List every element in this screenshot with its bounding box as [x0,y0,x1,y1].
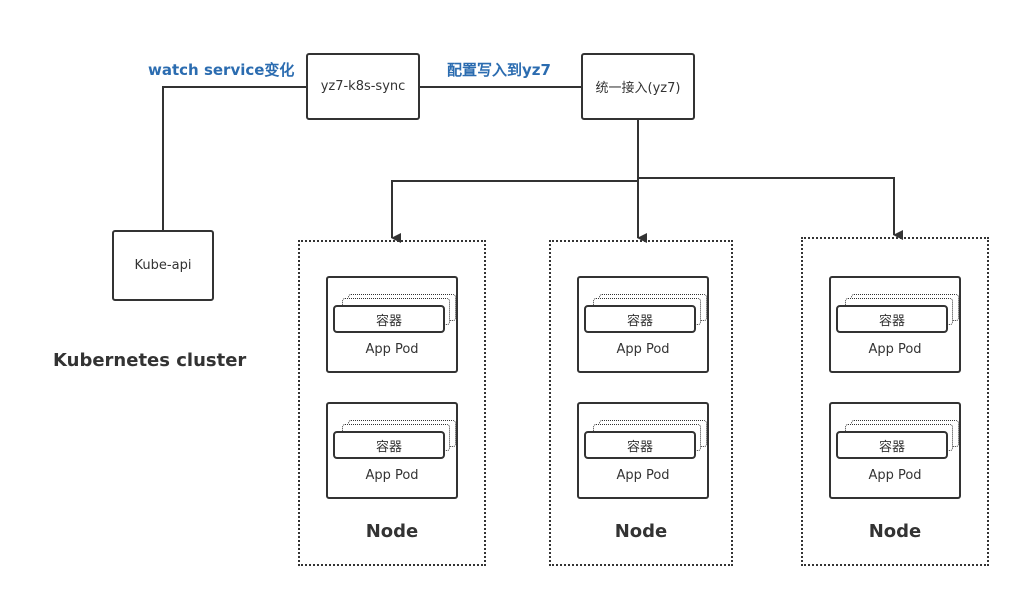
arrow-to-node-1 [391,180,638,243]
sync-service-box: yz7-k8s-sync [306,53,420,120]
app-pod: 容器 App Pod [326,276,458,373]
write-label: 配置写入到yz7 [447,61,551,79]
arrow-to-node-3 [638,177,903,240]
container-box: 容器 [584,431,696,459]
container-box: 容器 [836,305,948,333]
container-box: 容器 [333,431,445,459]
watch-label: watch service变化 [148,61,295,79]
cluster-title: Kubernetes cluster [53,350,247,371]
container-box: 容器 [836,431,948,459]
app-pod: 容器 App Pod [829,402,961,499]
container-box: 容器 [584,305,696,333]
node-title: Node [868,521,922,542]
pod-label: App Pod [365,342,419,357]
app-pod: 容器 App Pod [326,402,458,499]
gateway-box: 统一接入(yz7) [581,53,695,120]
node-title: Node [365,521,419,542]
pod-label: App Pod [616,468,670,483]
pod-label: App Pod [868,468,922,483]
app-pod: 容器 App Pod [577,402,709,499]
app-pod: 容器 App Pod [577,276,709,373]
kube-api-box: Kube-api [112,230,214,301]
node-title: Node [614,521,668,542]
node-2: 容器 App Pod 容器 App Pod Node [549,240,733,566]
container-box: 容器 [333,305,445,333]
app-pod: 容器 App Pod [829,276,961,373]
pod-label: App Pod [616,342,670,357]
pod-label: App Pod [365,468,419,483]
node-1: 容器 App Pod 容器 App Pod Node [298,240,486,566]
node-3: 容器 App Pod 容器 App Pod Node [801,237,989,566]
pod-label: App Pod [868,342,922,357]
watch-connector [162,86,307,231]
